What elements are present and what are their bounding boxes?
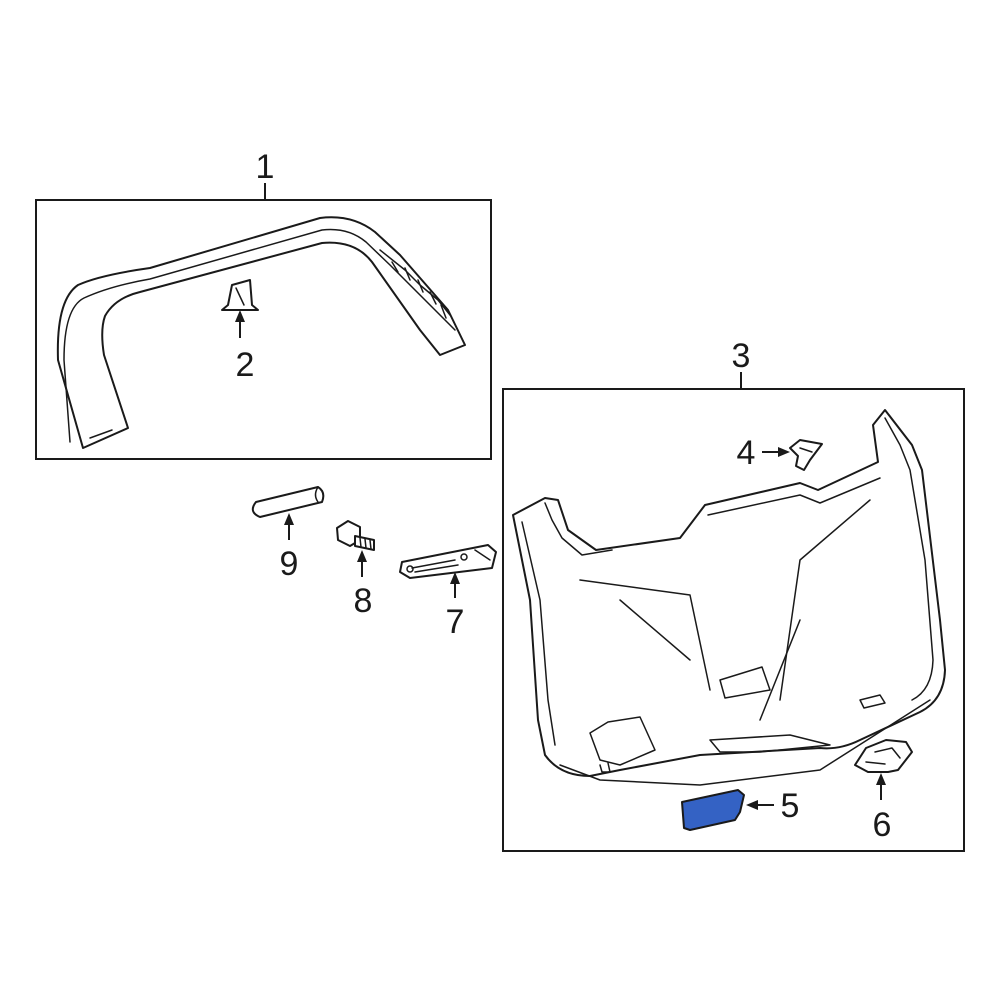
part-4-clip[interactable]: [789, 439, 823, 471]
callout-6: 6: [873, 806, 892, 844]
part-7-bracket[interactable]: [399, 544, 497, 579]
leader-5: 5: [746, 787, 799, 825]
callout-2: 2: [236, 346, 255, 384]
leader-4: 4: [737, 434, 790, 472]
leader-6: 6: [873, 773, 892, 844]
group-box-3: 3: [502, 337, 965, 852]
part-6-bracket[interactable]: [854, 739, 913, 773]
callout-8: 8: [354, 582, 373, 620]
callout-4: 4: [737, 434, 756, 472]
part-1-molding[interactable]: [56, 216, 466, 449]
callout-9: 9: [280, 545, 299, 583]
leader-7: 7: [446, 572, 465, 641]
leader-2: 2: [235, 310, 254, 384]
part-5-shape: [681, 789, 745, 831]
leader-9: 9: [280, 513, 299, 583]
callout-3: 3: [732, 337, 751, 375]
part-8-bolt[interactable]: [336, 520, 375, 551]
part-9-pin[interactable]: [251, 486, 325, 518]
callout-5: 5: [781, 787, 800, 825]
part-2-clip[interactable]: [221, 279, 259, 311]
leader-8: 8: [354, 550, 373, 620]
part-5-cover[interactable]: [681, 789, 745, 831]
callout-7: 7: [446, 603, 465, 641]
part-3-trim-panel[interactable]: [512, 409, 946, 786]
callout-1: 1: [256, 148, 275, 186]
group-box-1: 1: [35, 148, 492, 460]
